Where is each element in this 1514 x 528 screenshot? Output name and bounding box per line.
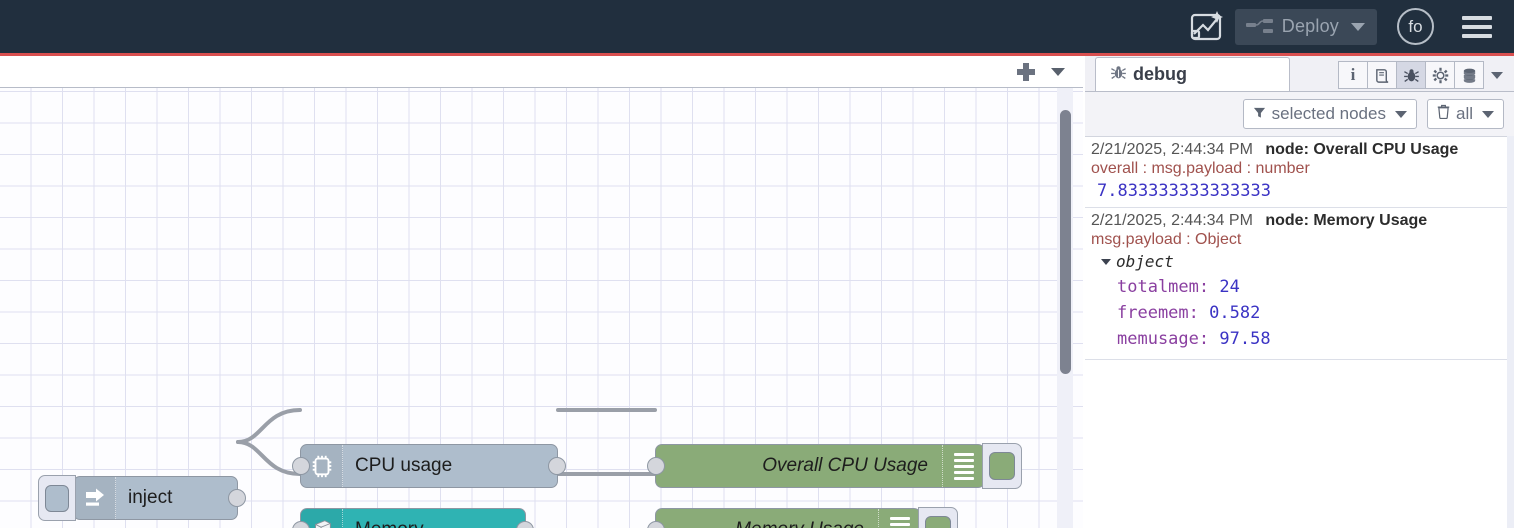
flow-workspace: inject CPU us xyxy=(0,56,1083,528)
filter-selected-nodes-button[interactable]: selected nodes xyxy=(1242,99,1417,129)
chevron-down-icon xyxy=(1394,110,1407,118)
flow-node-memory[interactable]: Memory xyxy=(292,508,534,528)
deploy-label: Deploy xyxy=(1281,16,1339,36)
filter-label: selected nodes xyxy=(1271,104,1386,123)
debug-message[interactable]: 2/21/2025, 2:44:34 PM node: Memory Usage… xyxy=(1085,208,1514,360)
context-data-icon[interactable] xyxy=(1454,61,1484,89)
debug-message-source: node: Overall CPU Usage xyxy=(1265,141,1459,158)
debug-toggle-inner xyxy=(925,516,951,528)
debug-object-property: memusage: 97.58 xyxy=(1091,329,1514,353)
clear-label: all xyxy=(1455,104,1473,123)
flow-node-label: CPU usage xyxy=(355,455,453,476)
flow-node-label: Memory xyxy=(343,519,525,528)
flow-node-label: Overall CPU Usage xyxy=(762,455,928,476)
bug-icon xyxy=(1110,64,1127,86)
debug-message-header: 2/21/2025, 2:44:34 PM node: Memory Usage xyxy=(1091,212,1506,230)
inject-trigger-button[interactable] xyxy=(38,475,76,521)
flow-node-debug-overall-cpu-usage[interactable]: Overall CPU Usage xyxy=(647,443,1022,489)
server-tower-icon xyxy=(301,509,343,528)
debug-object-key: freemem: xyxy=(1117,303,1199,323)
debug-sidebar: debug i xyxy=(1085,56,1514,528)
debug-object-root-row[interactable]: object xyxy=(1091,252,1514,271)
flow-wires xyxy=(236,408,657,476)
debug-message-timestamp: 2/21/2025, 2:44:34 PM xyxy=(1091,141,1253,158)
deploy-chevron-down-icon[interactable] xyxy=(1351,22,1365,31)
canvas-scrollbar-thumb[interactable] xyxy=(1060,110,1071,374)
filter-funnel-icon xyxy=(1253,104,1266,124)
app-header: Deploy fo xyxy=(0,0,1514,53)
debug-enable-toggle[interactable] xyxy=(918,507,958,528)
sidebar-tools-chevron-down-icon[interactable] xyxy=(1484,61,1510,89)
help-book-icon[interactable] xyxy=(1367,61,1397,89)
node-input-port[interactable] xyxy=(647,457,665,475)
plus-icon xyxy=(1017,62,1035,81)
trash-icon xyxy=(1437,104,1450,124)
flow-node-debug-memory-usage[interactable]: Memory Usage xyxy=(647,507,958,528)
header-accent-line xyxy=(0,53,1514,56)
debug-filter-row: selected nodes all xyxy=(1085,92,1514,136)
config-gear-icon[interactable] xyxy=(1425,61,1455,89)
debug-object-value: 0.582 xyxy=(1209,303,1261,323)
chevron-down-icon xyxy=(1051,67,1065,76)
debug-object-value: 24 xyxy=(1219,277,1240,297)
info-icon[interactable]: i xyxy=(1338,61,1368,89)
avatar[interactable]: fo xyxy=(1397,8,1434,45)
flow-tabbar xyxy=(0,56,1083,88)
debug-object-value: 97.58 xyxy=(1219,329,1271,349)
hamburger-menu-icon[interactable] xyxy=(1462,15,1492,38)
tab-debug[interactable]: debug xyxy=(1095,57,1290,91)
debug-bug-icon[interactable] xyxy=(1396,61,1426,89)
debug-message-list[interactable]: 2/21/2025, 2:44:34 PM node: Overall CPU … xyxy=(1085,136,1514,528)
debug-object-key: memusage: xyxy=(1117,329,1210,349)
debug-object-property: totalmem: 24 xyxy=(1091,277,1514,297)
debug-toggle-inner xyxy=(989,452,1015,480)
debug-object-key: totalmem: xyxy=(1117,277,1210,297)
inject-trigger-inner xyxy=(45,484,69,512)
debug-lines-icon xyxy=(878,509,920,528)
debug-message-source: node: Memory Usage xyxy=(1265,212,1428,229)
chevron-down-icon xyxy=(1482,110,1494,118)
flow-tab-menu-button[interactable] xyxy=(1041,59,1075,85)
flow-ai-icon[interactable] xyxy=(1183,7,1229,47)
add-flow-tab-button[interactable] xyxy=(1011,59,1041,85)
clear-messages-button[interactable]: all xyxy=(1426,99,1504,129)
node-output-port[interactable] xyxy=(228,489,246,507)
debug-enable-toggle[interactable] xyxy=(982,443,1022,489)
debug-message-topic: overall : msg.payload : number xyxy=(1091,160,1310,177)
avatar-initials: fo xyxy=(1408,16,1423,36)
node-output-port[interactable] xyxy=(548,457,566,475)
flow-canvas[interactable]: inject CPU us xyxy=(0,88,1083,528)
debug-message-timestamp: 2/21/2025, 2:44:34 PM xyxy=(1091,212,1253,229)
debug-object-property: freemem: 0.582 xyxy=(1091,303,1514,323)
flow-node-label: Memory Usage xyxy=(656,519,878,528)
debug-list-scrollbar[interactable] xyxy=(1507,136,1514,528)
debug-lines-icon xyxy=(942,445,984,487)
flow-node-label: inject xyxy=(128,487,173,508)
flow-node-cpu-usage[interactable]: CPU usage xyxy=(292,444,566,488)
inject-arrow-icon xyxy=(74,477,116,519)
deploy-node-icon xyxy=(1245,17,1275,37)
debug-message-header: 2/21/2025, 2:44:34 PM node: Overall CPU … xyxy=(1091,141,1506,159)
sidebar-tabbar: debug i xyxy=(1085,56,1514,92)
expand-collapse-caret-icon[interactable] xyxy=(1101,259,1111,265)
tab-debug-label: debug xyxy=(1133,64,1187,84)
sidebar-tool-buttons: i xyxy=(1338,61,1510,89)
debug-message[interactable]: 2/21/2025, 2:44:34 PM node: Overall CPU … xyxy=(1085,137,1514,208)
node-input-port[interactable] xyxy=(292,457,310,475)
flow-node-inject[interactable]: inject xyxy=(38,475,246,521)
debug-message-topic: msg.payload : Object xyxy=(1091,231,1242,248)
deploy-button[interactable]: Deploy xyxy=(1234,8,1377,45)
debug-object-root-label: object xyxy=(1116,252,1174,271)
debug-message-value: 7.833333333333333 xyxy=(1097,181,1271,201)
